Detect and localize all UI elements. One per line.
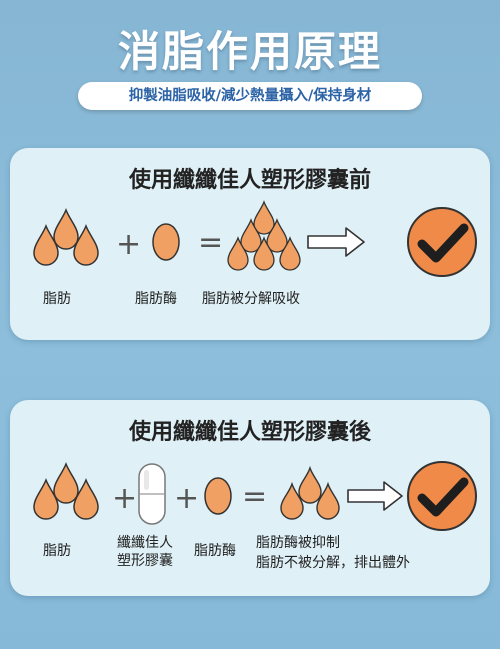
lipase-oval-icon <box>152 223 180 261</box>
small-drops-icon <box>227 201 301 271</box>
label-capsule-line2: 塑形膠囊 <box>117 553 173 569</box>
checkmark-badge-icon <box>407 207 477 277</box>
label-lipase: 脂肪酶 <box>194 543 236 559</box>
checkmark-badge-icon <box>407 461 477 531</box>
equals-operator: = <box>198 225 223 260</box>
label-capsule-line1: 纖纖佳人 <box>117 535 173 551</box>
before-diagram: + = <box>33 201 477 277</box>
outline-arrow-icon <box>347 481 403 511</box>
panel-before: 使用纖纖佳人塑形膠囊前 + = <box>10 148 490 340</box>
plus-operator: + <box>112 481 137 516</box>
lipase-oval-icon <box>204 477 232 515</box>
label-result-line1: 脂肪酶被抑制 <box>256 535 340 551</box>
outline-arrow-icon <box>307 227 365 257</box>
plus-operator-2: + <box>174 481 199 516</box>
result-drops-icon <box>280 467 340 520</box>
after-diagram: + + = <box>33 461 477 531</box>
fat-drop-icon <box>33 209 99 266</box>
fat-drop-icon <box>33 463 99 520</box>
equals-operator: = <box>242 479 267 514</box>
label-lipase: 脂肪酶 <box>135 291 177 307</box>
page-subtitle: 抑製油脂吸收/減少熱量攝入/保持身材 <box>78 82 422 110</box>
panel-before-title: 使用纖纖佳人塑形膠囊前 <box>128 168 371 193</box>
page-title: 消脂作用原理 <box>117 27 382 76</box>
capsule-icon <box>138 463 166 525</box>
panel-after: 使用纖纖佳人塑形膠囊後 + + = <box>10 400 490 596</box>
label-fat: 脂肪 <box>43 543 71 559</box>
label-result-line2: 脂肪不被分解，排出體外 <box>256 555 410 571</box>
label-fat: 脂肪 <box>43 291 71 307</box>
panel-after-title: 使用纖纖佳人塑形膠囊後 <box>128 420 371 445</box>
label-result: 脂肪被分解吸收 <box>202 291 300 307</box>
plus-operator: + <box>116 227 141 262</box>
